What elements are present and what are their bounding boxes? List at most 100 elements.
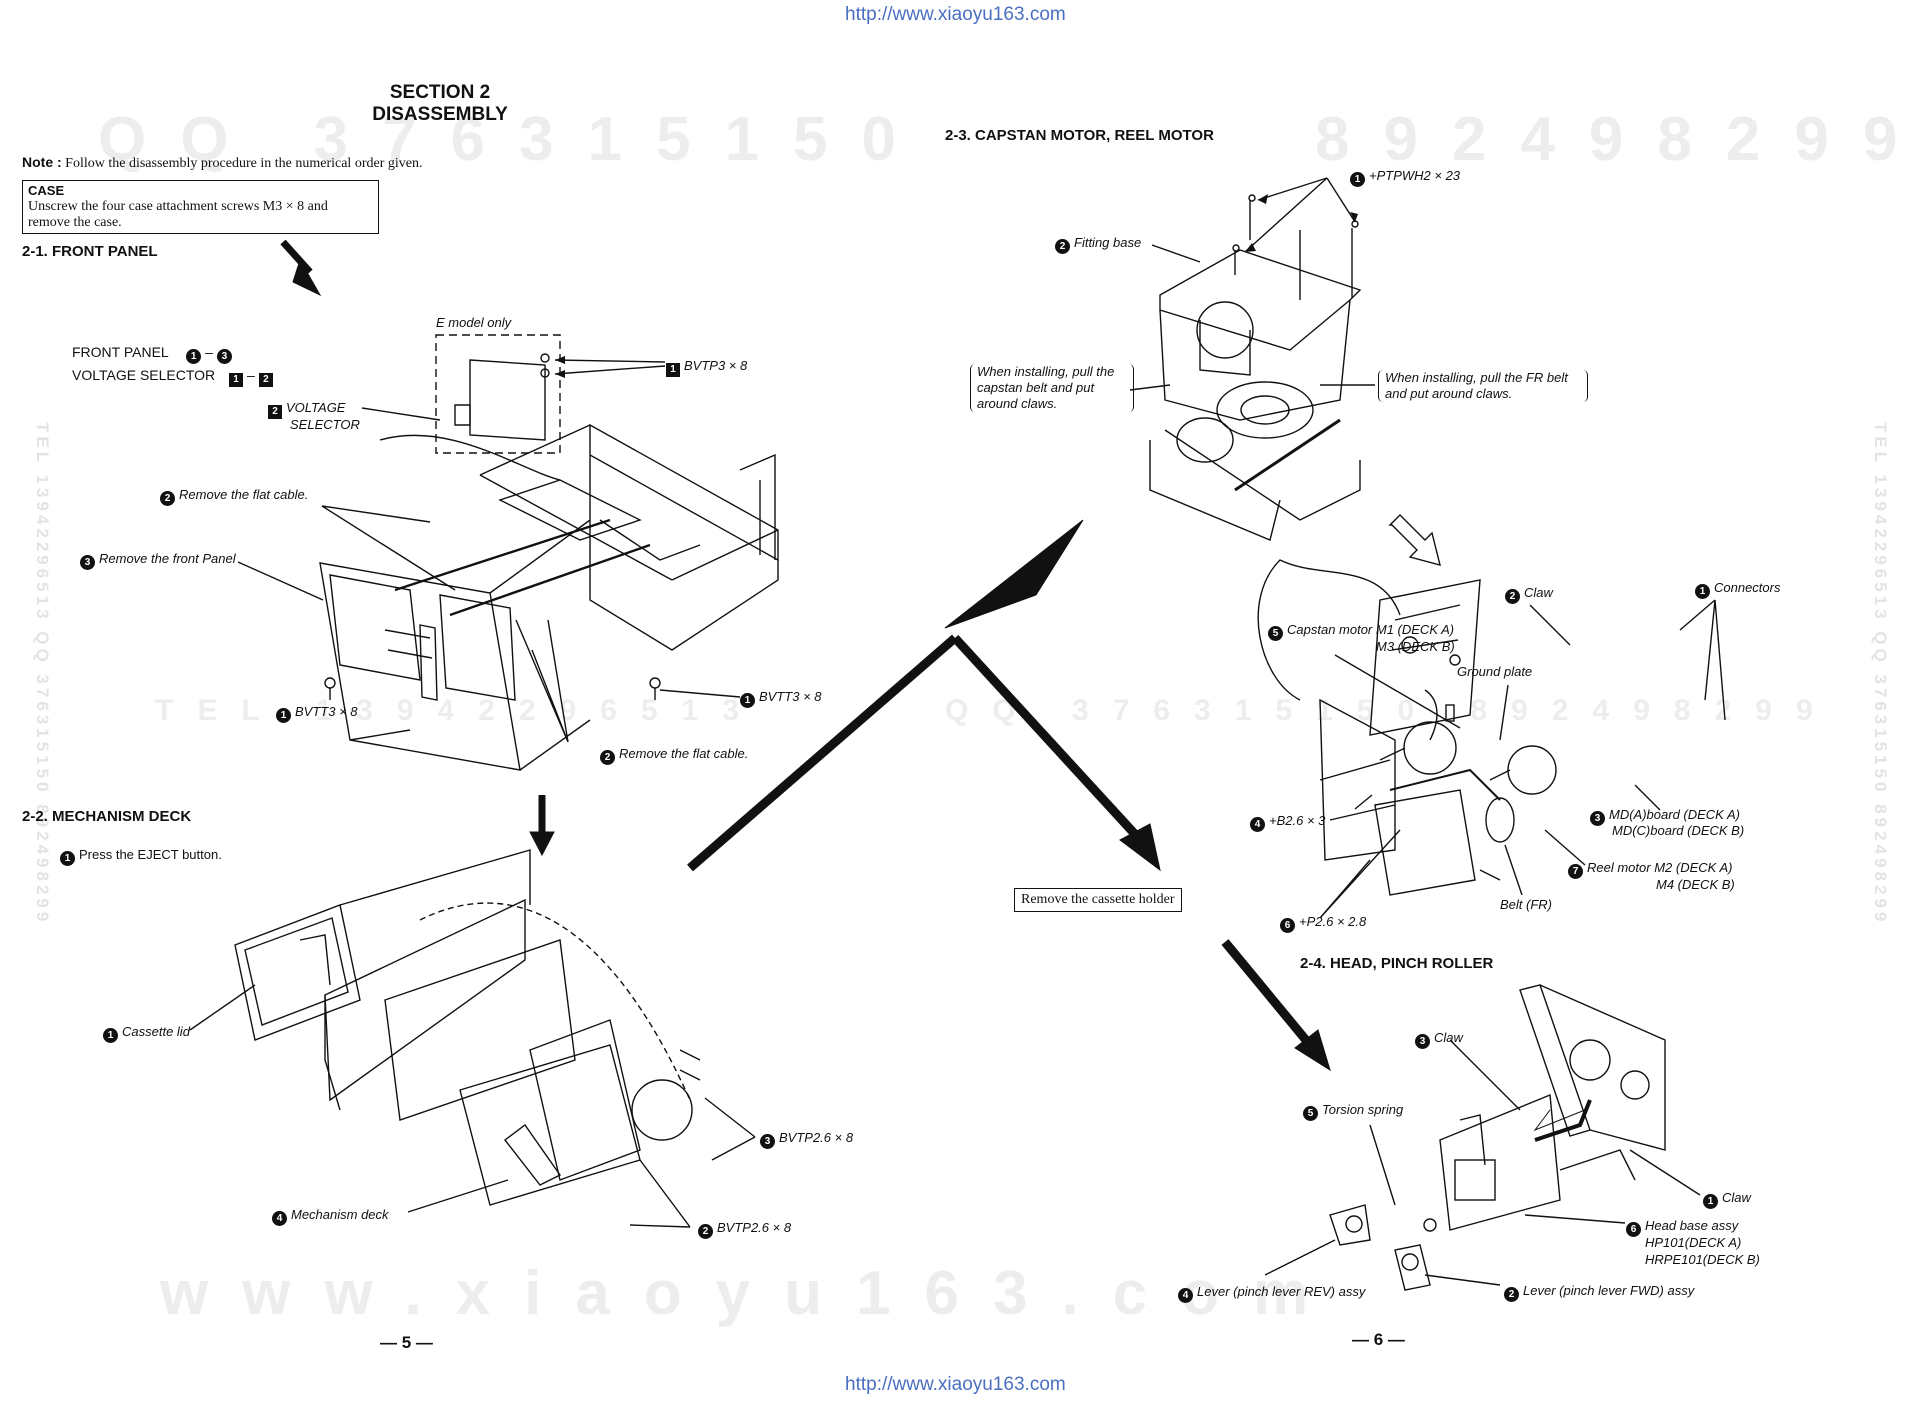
section-title: SECTION 2 DISASSEMBLY: [310, 82, 570, 126]
reel-motor-exploded-drawing: [1257, 559, 1557, 896]
note-line: Note : Follow the disassembly procedure …: [22, 154, 422, 172]
remove-cassette-holder-box: Remove the cassette holder: [1014, 888, 1182, 912]
page-number-left: — 5 —: [380, 1333, 433, 1352]
case-title: CASE: [28, 183, 65, 198]
step-badge-icon: 2: [1055, 239, 1070, 254]
footer-url[interactable]: http://www.xiaoyu163.com: [845, 1374, 1066, 1395]
heading-mechanism-deck: 2-2. MECHANISM DECK: [22, 808, 192, 825]
watermark-tel: TEL 13942296513: [155, 694, 763, 727]
step-badge-icon: 2: [1505, 589, 1520, 604]
legend-front-panel: FRONT PANEL 1–3: [72, 344, 236, 364]
step-square-icon: 1: [229, 373, 244, 387]
voltage-selector-label-2: SELECTOR: [290, 417, 360, 432]
step-badge-icon: 1: [1350, 172, 1365, 187]
step-badge-icon: 3: [80, 555, 95, 570]
ground-plate-label: Ground plate: [1457, 664, 1533, 679]
step-badge-icon: 2: [600, 750, 615, 765]
step-badge-icon: 3: [1415, 1034, 1430, 1049]
head-base-label-3: HRPE101(DECK B): [1645, 1252, 1760, 1267]
step-badge-icon: 1: [1695, 584, 1710, 599]
section-name: DISASSEMBLY: [372, 104, 508, 125]
step-badge-icon: 1: [60, 851, 75, 866]
step-badge-icon: 7: [1568, 864, 1583, 879]
front-panel-unit-drawing: [319, 423, 779, 771]
header-url[interactable]: http://www.xiaoyu163.com: [845, 4, 1066, 25]
step-badge-icon: 3: [216, 349, 232, 364]
step-badge-icon: 1: [1703, 1194, 1718, 1209]
case-box: CASE Unscrew the four case attachment sc…: [22, 180, 379, 234]
heading-front-panel: 2-1. FRONT PANEL: [22, 243, 158, 260]
watermark-side-right: TEL 13942296513 QQ 376315150 892498299: [1871, 422, 1890, 926]
step-square-icon: 1: [666, 363, 680, 377]
legend-voltage-selector: VOLTAGE SELECTOR 1–2: [72, 367, 277, 387]
watermark-qq-middle: QQ 376315150 892498299: [945, 694, 1837, 727]
step-square-icon: 2: [258, 373, 273, 387]
heading-capstan-motor: 2-3. CAPSTAN MOTOR, REEL MOTOR: [945, 127, 1214, 144]
capstan-motor-drawing: [1149, 194, 1362, 541]
head-base-label-2: HP101(DECK A): [1645, 1235, 1742, 1250]
step-badge-icon: 3: [760, 1134, 775, 1149]
step-badge-icon: 5: [1268, 626, 1283, 641]
step-badge-icon: 4: [272, 1211, 287, 1226]
step-badge-icon: 3: [1590, 811, 1605, 826]
step-badge-icon: 2: [698, 1224, 713, 1239]
section-number: SECTION 2: [389, 82, 491, 103]
belt-fr-label: Belt (FR): [1500, 897, 1552, 912]
step-badge-icon: 4: [1178, 1288, 1193, 1303]
b26-label: 4+B2.6 × 3: [1250, 813, 1325, 832]
md-board-label-2: MD(C)board (DECK B): [1612, 823, 1745, 838]
ptpwh-label: 1+PTPWH2 × 23: [1350, 168, 1460, 187]
page-number-right: — 6 —: [1352, 1330, 1405, 1349]
step-badge-icon: 6: [1280, 918, 1295, 933]
step-badge-icon: 4: [1250, 817, 1265, 832]
step-badge-icon: 1: [740, 693, 755, 708]
heading-head-pinch-roller: 2-4. HEAD, PINCH ROLLER: [1300, 955, 1494, 972]
step-badge-icon: 1: [276, 708, 291, 723]
capstan-motor-label-2: M3 (DECK B): [1376, 639, 1455, 654]
head-pinch-roller-drawing: [1329, 984, 1666, 1291]
mechanism-deck-drawing: [234, 849, 701, 1206]
step-badge-icon: 2: [160, 491, 175, 506]
watermark-site: www.xiaoyu163.com: [160, 1259, 1343, 1328]
install-note-capstan-belt: When installing, pull the capstan belt a…: [970, 364, 1134, 412]
step-square-icon: 2: [268, 405, 282, 419]
legend-voltage-label: VOLTAGE SELECTOR: [72, 367, 216, 383]
step-badge-icon: 1: [103, 1028, 118, 1043]
legend-front-label: FRONT PANEL: [72, 344, 169, 360]
step-badge-icon: 1: [186, 349, 202, 364]
note-text: Follow the disassembly procedure in the …: [65, 156, 423, 171]
step-badge-icon: 5: [1303, 1106, 1318, 1121]
watermark-qq-right: 892498299: [1315, 105, 1907, 174]
e-model-label: E model only: [436, 315, 512, 330]
step-badge-icon: 6: [1626, 1222, 1641, 1237]
install-note-fr-belt: When installing, pull the FR belt and pu…: [1378, 370, 1588, 402]
step-badge-icon: 2: [1504, 1287, 1519, 1302]
watermark-side-left: TEL 13942296513 QQ 376315150 892498299: [33, 422, 52, 926]
watermark-qq-left: QQ 376315150: [98, 105, 931, 174]
